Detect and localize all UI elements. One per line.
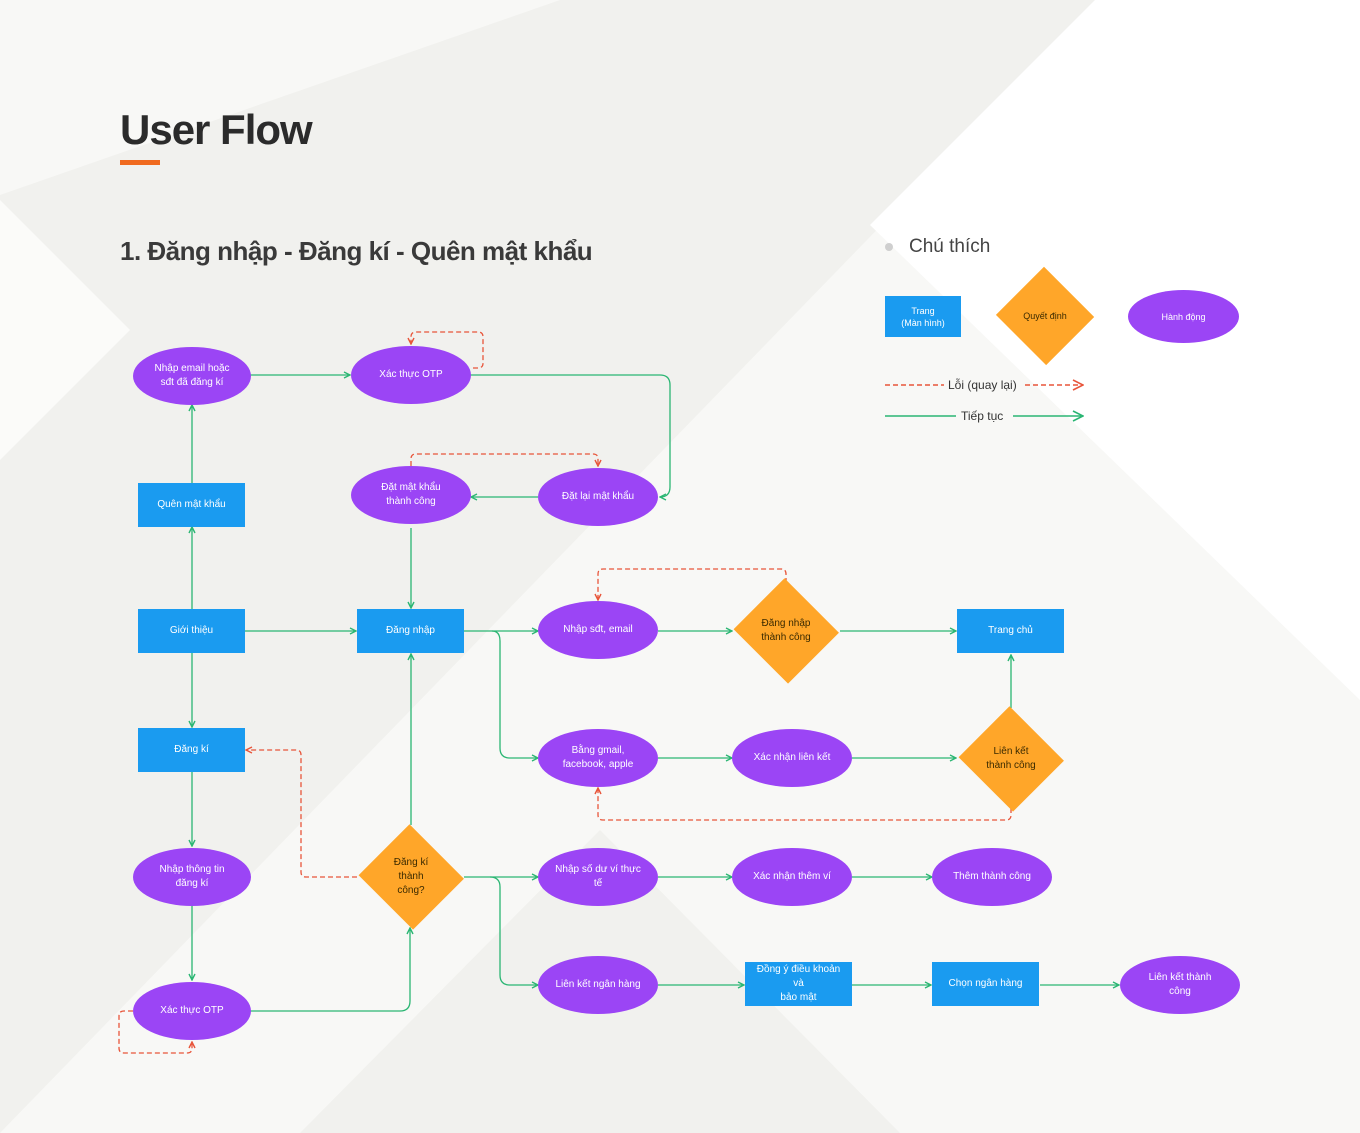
page-title: User Flow	[120, 106, 313, 153]
legend-page-shape: Trang (Màn hình)	[885, 296, 961, 337]
node-dang-nhap-thanh-cong[interactable]: Đăng nhập thành công	[732, 580, 840, 682]
legend-decision-shape: Quyết định	[995, 268, 1095, 364]
legend-title: Chú thích	[909, 236, 991, 257]
node-nhap-so-du[interactable]: Nhập số dư ví thực tế	[538, 848, 658, 906]
node-xac-nhan-them-vi[interactable]: Xác nhận thêm ví	[732, 848, 852, 906]
node-xac-thuc-otp-top[interactable]: Xác thực OTP	[351, 346, 471, 404]
node-lien-ket-thanh-cong[interactable]: Liên kết thành công	[1120, 956, 1240, 1014]
node-quen-mat-khau[interactable]: Quên mật khẩu	[138, 483, 245, 527]
node-them-thanh-cong[interactable]: Thêm thành công	[932, 848, 1052, 906]
node-xac-thuc-otp-bottom[interactable]: Xác thực OTP	[133, 982, 251, 1040]
node-lien-ket-thanh-cong-decision[interactable]: Liên kết thành công	[957, 708, 1065, 810]
node-dang-ki[interactable]: Đăng kí	[138, 728, 245, 772]
node-dong-y-dieu-khoan[interactable]: Đồng ý điều khoản và bảo mật	[745, 962, 852, 1006]
node-lien-ket-ngan-hang[interactable]: Liên kết ngân hàng	[538, 956, 658, 1014]
node-dat-mat-khau-thanh-cong[interactable]: Đặt mật khẩu thành công	[351, 466, 471, 524]
title-underline	[120, 160, 160, 165]
legend-continue-label: Tiếp tục	[957, 409, 1008, 423]
legend-bullet-icon	[885, 243, 893, 251]
node-bang-gmail[interactable]: Bằng gmail, facebook, apple	[538, 729, 658, 787]
node-gioi-thieu[interactable]: Giới thiệu	[138, 609, 245, 653]
node-xac-nhan-lien-ket[interactable]: Xác nhận liên kết	[732, 729, 852, 787]
node-dang-nhap[interactable]: Đăng nhập	[357, 609, 464, 653]
node-trang-chu[interactable]: Trang chủ	[957, 609, 1064, 653]
legend-error-label: Lỗi (quay lại)	[944, 378, 1021, 392]
legend-action-shape: Hành động	[1128, 290, 1239, 343]
node-nhap-email-sdt[interactable]: Nhập email hoặc sđt đã đăng kí	[133, 347, 251, 405]
node-nhap-sdt-email[interactable]: Nhập sđt, email	[538, 601, 658, 659]
node-dat-lai-mat-khau[interactable]: Đặt lại mật khẩu	[538, 468, 658, 526]
node-chon-ngan-hang[interactable]: Chọn ngân hàng	[932, 962, 1039, 1006]
node-nhap-thong-tin[interactable]: Nhập thông tin đăng kí	[133, 848, 251, 906]
node-dang-ki-thanh-cong[interactable]: Đăng kí thành công?	[357, 826, 465, 928]
section-subtitle: 1. Đăng nhập - Đăng kí - Quên mật khẩu	[120, 236, 593, 266]
